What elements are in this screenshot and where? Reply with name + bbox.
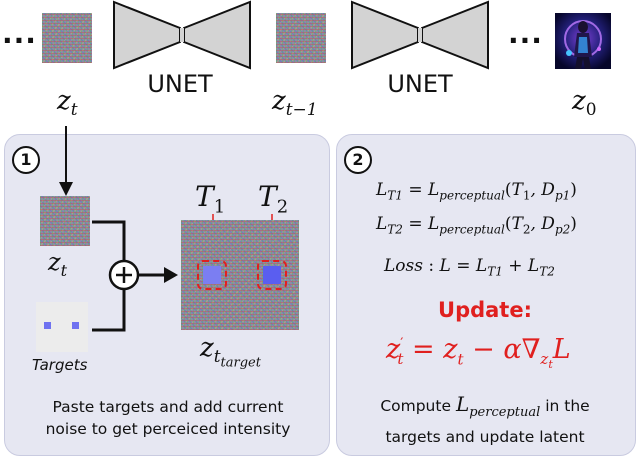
target-square-2 (72, 322, 79, 329)
target-box-2 (257, 260, 287, 290)
panel-2-caption-l-sub: perceptual (469, 405, 541, 420)
equation-lt1: LT1 = Lperceptual(T1, Dp1) (376, 180, 577, 203)
panel-1-caption-line-1: Paste targets and add current (52, 398, 284, 416)
t1-sub: 1 (213, 196, 226, 218)
targets-label: Targets (32, 356, 88, 374)
panel-2-caption-line-2: targets and update latent (385, 428, 585, 446)
left-ellipsis: ··· (2, 24, 37, 57)
update-label: Update: (438, 298, 532, 322)
panel-1-number: 1 (12, 146, 40, 174)
panel-2-number: 2 (344, 146, 372, 174)
panel-1-latent-zt-image (40, 196, 90, 246)
noisy-latent-ztm1-image (276, 13, 326, 63)
unet-1-shape (113, 0, 251, 70)
t1-base: T (195, 180, 214, 213)
generated-image-z0 (555, 13, 611, 69)
t2-base: T (258, 180, 277, 213)
label-z0-base: z (572, 86, 586, 116)
t2-label: T2 (258, 180, 288, 218)
panel-1-caption-line-2: noise to get perceiced intensity (45, 420, 291, 438)
target-latent-base: z (200, 333, 214, 363)
label-ztm1-sub: t−1 (285, 100, 318, 121)
target-latent-sub: t (213, 347, 221, 368)
target-box-1 (197, 260, 227, 290)
unet-2-shape (351, 0, 489, 70)
target-latent-subsub: target (220, 355, 261, 371)
target-latent-image (181, 220, 299, 330)
panel-2-caption-line-1: Compute Lperceptual in the (340, 392, 630, 425)
equation-lt2: LT2 = Lperceptual(T2, Dp2) (376, 214, 577, 237)
label-zt-top: zt (57, 86, 78, 120)
target-latent-label: zttarget (200, 333, 261, 371)
unet-1-label: UNET (147, 70, 213, 98)
target-latent-sub-wrap: ttarget (213, 347, 261, 370)
panel-2-caption-l: Lperceptual (455, 392, 540, 420)
target-patch-2 (263, 266, 281, 284)
label-zt-top-base: z (57, 86, 71, 116)
panel-2-caption-l-base: L (455, 392, 470, 416)
label-z0-sub: 0 (585, 100, 597, 121)
panel-1-zt-sub: t (60, 260, 68, 280)
equation-loss: Loss : L = LT1 + LT2 (384, 256, 555, 279)
label-z0: z0 (572, 86, 597, 120)
target-square-1 (44, 322, 51, 329)
t1-label: T1 (195, 180, 225, 218)
panel-1-zt-base: z (48, 248, 61, 276)
label-zt-top-sub: t (70, 100, 78, 121)
panel-2 (336, 134, 636, 456)
label-ztm1-base: z (272, 86, 286, 116)
targets-image (36, 302, 88, 352)
label-ztm1-top: zt−1 (272, 86, 318, 120)
panel-2-caption-compute: Compute (380, 397, 451, 415)
panel-2-caption-inthe: in the (545, 397, 590, 415)
panel-2-caption: Compute Lperceptual in the targets and u… (340, 392, 630, 449)
target-patch-1 (203, 266, 221, 284)
middle-ellipsis: ··· (508, 24, 543, 57)
t2-sub: 2 (276, 196, 289, 218)
noisy-latent-zt-image (42, 13, 92, 63)
unet-2-label: UNET (387, 70, 453, 98)
update-equation: z′t = zt − α∇ztL (386, 334, 571, 372)
panel-1-latent-zt-label: zt (48, 248, 67, 280)
panel-1-caption: Paste targets and add current noise to g… (14, 396, 322, 440)
